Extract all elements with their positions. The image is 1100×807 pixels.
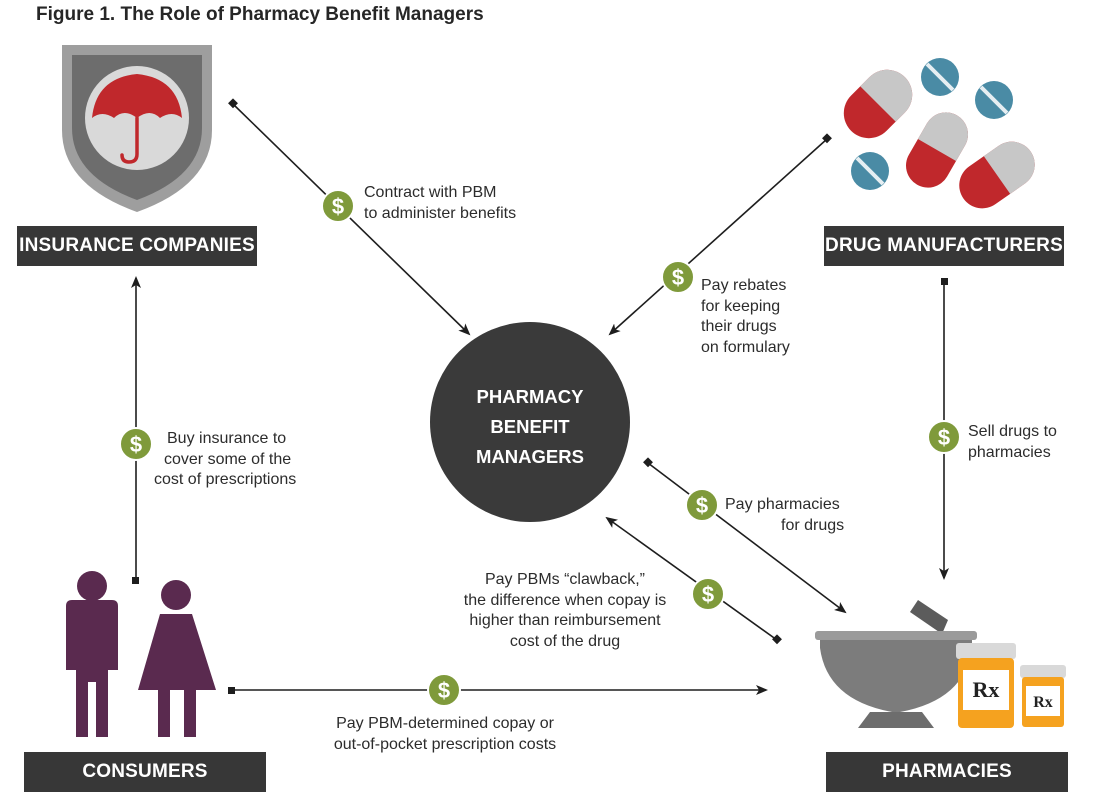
svg-text:$: $ (702, 582, 714, 607)
rebates-note-line: Pay rebates (701, 277, 787, 294)
dollar-icon-buy-insurance: $ (119, 427, 153, 461)
copay-note: Pay PBM-determined copay or out-of-pocke… (300, 714, 590, 755)
rx-bottle-large-icon: Rx (956, 643, 1016, 728)
contract-note-line: Contract with PBM (364, 184, 497, 201)
dollar-icon-sell-drugs: $ (927, 420, 961, 454)
svg-text:$: $ (332, 194, 344, 219)
pills-icon (843, 58, 1035, 209)
rebates-note-line: for keeping (701, 297, 781, 315)
svg-text:$: $ (696, 493, 708, 518)
pay-pharmacies-note: Pay pharmacies for drugs (725, 495, 844, 536)
copay-note-line: Pay PBM-determined copay or (336, 715, 554, 732)
buy-insurance-note-line: cover some of the (164, 450, 292, 468)
consumers-label: CONSUMERS (24, 752, 266, 792)
clawback-note-line: Pay PBMs “clawback,” (484, 571, 646, 588)
buy-insurance-note: Buy insurance to cover some of the cost … (154, 429, 296, 491)
arrow-clawback (605, 516, 778, 641)
dollar-icon-contract: $ (321, 189, 355, 223)
dollar-icon-copay: $ (427, 673, 461, 707)
arrow-rebates (608, 138, 828, 336)
buy-insurance-note-line: Buy insurance to (167, 430, 287, 447)
consumers-icon (66, 571, 216, 737)
svg-text:$: $ (938, 425, 950, 450)
rx-bottle-small-icon: Rx (1020, 665, 1066, 727)
clawback-note: Pay PBMs “clawback,” the difference when… (440, 570, 690, 652)
arrow-pay-pharmacies (647, 462, 847, 614)
contract-note: Contract with PBM to administer benefits (364, 183, 516, 224)
rx-symbol-small: Rx (1033, 694, 1053, 711)
pay-pharmacies-note-line: Pay pharmacies (725, 496, 840, 513)
dollar-icon-pay-pharmacies: $ (685, 488, 719, 522)
clawback-note-line: higher than reimbursement (469, 612, 661, 629)
pharmacies-label: PHARMACIES (826, 752, 1068, 792)
rebates-note-line: their drugs (701, 318, 777, 335)
arrow-contract (232, 103, 471, 336)
pbm-label-line-3: MANAGERS (476, 446, 584, 467)
buy-insurance-note-line: cost of prescriptions (154, 471, 297, 488)
sell-drugs-note: Sell drugs to pharmacies (968, 422, 1057, 463)
pbm-label: PHARMACY BENEFIT MANAGERS (432, 382, 628, 472)
rx-symbol-large: Rx (973, 677, 1000, 702)
pbm-label-line-2: BENEFIT (490, 416, 570, 437)
pbm-circle (430, 322, 630, 522)
drug-manufacturers-label: DRUG MANUFACTURERS (824, 226, 1064, 266)
clawback-note-line: the difference when copay is (463, 591, 667, 609)
shield-umbrella-icon (62, 45, 212, 212)
svg-text:$: $ (438, 678, 450, 703)
rebates-note: Pay rebates for keeping their drugs on f… (701, 276, 790, 358)
insurance-companies-label: INSURANCE COMPANIES (17, 226, 257, 266)
sell-drugs-note-line: Sell drugs to (968, 423, 1057, 440)
pay-pharmacies-note-line: for drugs (781, 516, 845, 534)
figure-title: Figure 1. The Role of Pharmacy Benefit M… (36, 4, 484, 25)
sell-drugs-note-line: pharmacies (968, 443, 1051, 461)
copay-note-line: out-of-pocket prescription costs (333, 735, 557, 753)
pbm-label-line-1: PHARMACY (476, 386, 584, 407)
mortar-pestle-icon (815, 600, 977, 728)
clawback-note-line: cost of the drug (509, 632, 621, 650)
dollar-icon-clawback: $ (691, 577, 725, 611)
contract-note-line: to administer benefits (364, 204, 517, 222)
dollar-icon-rebates: $ (661, 260, 695, 294)
rebates-note-line: on formulary (701, 338, 790, 356)
svg-text:$: $ (130, 432, 142, 457)
svg-text:$: $ (672, 265, 684, 290)
